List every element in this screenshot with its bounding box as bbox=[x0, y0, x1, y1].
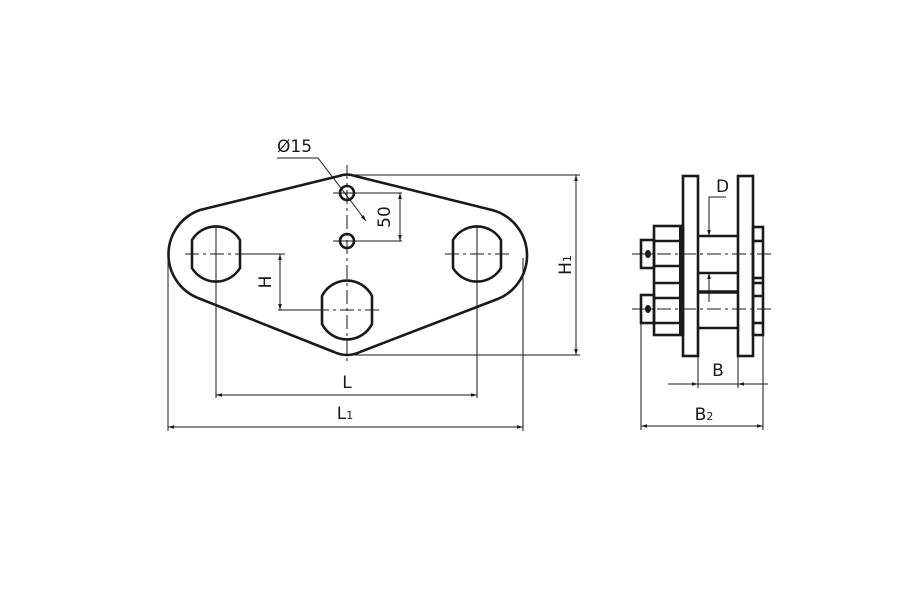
plate-outline bbox=[167, 173, 529, 357]
side-view: D B B2 bbox=[632, 174, 773, 430]
nut-lines bbox=[654, 239, 683, 325]
height-offset-label: H bbox=[256, 276, 276, 289]
hole-pitch-label: L bbox=[342, 373, 352, 393]
pin-diameter-leader bbox=[707, 196, 726, 236]
right-slot bbox=[451, 225, 503, 283]
pin-icon bbox=[645, 305, 651, 313]
left-nut-block bbox=[652, 224, 685, 337]
overall-length-label: L1 bbox=[337, 404, 353, 424]
right-pin-end bbox=[751, 225, 765, 337]
pin-end-lines bbox=[753, 239, 763, 325]
hole-spacing-label: 50 bbox=[375, 206, 395, 228]
hole-diameter-label: Ø15 bbox=[277, 137, 312, 157]
front-view: Ø15 50 H H1 L L1 bbox=[167, 137, 580, 431]
overall-width-label: B2 bbox=[695, 405, 714, 425]
pin-icon bbox=[645, 250, 651, 258]
diameter-leader bbox=[277, 157, 367, 222]
left-link-plate bbox=[681, 174, 700, 358]
right-link-plate bbox=[736, 174, 755, 358]
center-slot bbox=[320, 279, 374, 341]
rollers bbox=[698, 234, 738, 330]
inner-width-label: B bbox=[712, 361, 724, 381]
left-slot bbox=[190, 225, 242, 283]
washer bbox=[679, 226, 683, 335]
overall-height-label: H1 bbox=[556, 255, 576, 275]
pin-diameter-label: D bbox=[716, 177, 729, 197]
